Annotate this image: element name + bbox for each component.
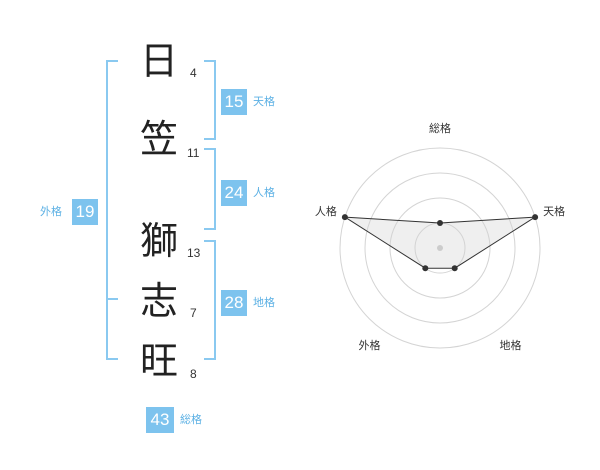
stroke-count-1: 4 — [190, 66, 197, 80]
tenkaku-bracket — [204, 60, 216, 140]
soukaku-label: 総格 — [180, 413, 202, 426]
name-char-4: 志 — [139, 279, 178, 323]
radar-center — [437, 245, 443, 251]
tenkaku-label: 天格 — [253, 95, 275, 108]
stroke-count-3: 13 — [187, 246, 201, 260]
radar-axis-label: 地格 — [500, 338, 522, 352]
chikaku-label: 地格 — [253, 296, 275, 309]
radar-axis-label: 天格 — [543, 204, 565, 218]
gaikaku-divider — [106, 298, 118, 300]
radar-axis-label: 人格 — [315, 204, 337, 218]
name-char-3: 獅 — [139, 219, 178, 263]
jinkaku-badge: 24 — [221, 180, 247, 206]
radar-grid-ring — [339, 147, 541, 349]
jinkaku-bracket — [204, 148, 216, 230]
radar-point — [437, 220, 443, 226]
name-char-5: 旺 — [139, 339, 178, 383]
stroke-count-5: 8 — [190, 367, 197, 381]
stroke-count-4: 7 — [190, 306, 197, 320]
radar-grid-ring — [364, 172, 516, 324]
tenkaku-badge: 15 — [221, 89, 247, 115]
soukaku-badge: 43 — [146, 407, 174, 433]
radar-area — [344, 216, 536, 269]
jinkaku-label: 人格 — [253, 186, 275, 199]
stroke-count-2: 11 — [187, 146, 200, 160]
name-char-2: 笠 — [139, 117, 178, 161]
radar-grid-ring — [389, 197, 491, 299]
chikaku-badge: 28 — [221, 290, 247, 316]
radar-point — [451, 265, 458, 272]
name-char-1: 日 — [139, 39, 178, 83]
chikaku-bracket — [204, 240, 216, 360]
radar-point — [341, 214, 348, 221]
radar-point — [532, 214, 539, 221]
gaikaku-bracket — [106, 60, 118, 360]
gaikaku-badge: 19 — [72, 199, 98, 225]
radar-axis-label: 外格 — [358, 338, 380, 352]
radar-point — [422, 265, 429, 272]
gaikaku-label: 外格 — [40, 205, 62, 218]
radar-axis-label: 総格 — [429, 121, 451, 135]
